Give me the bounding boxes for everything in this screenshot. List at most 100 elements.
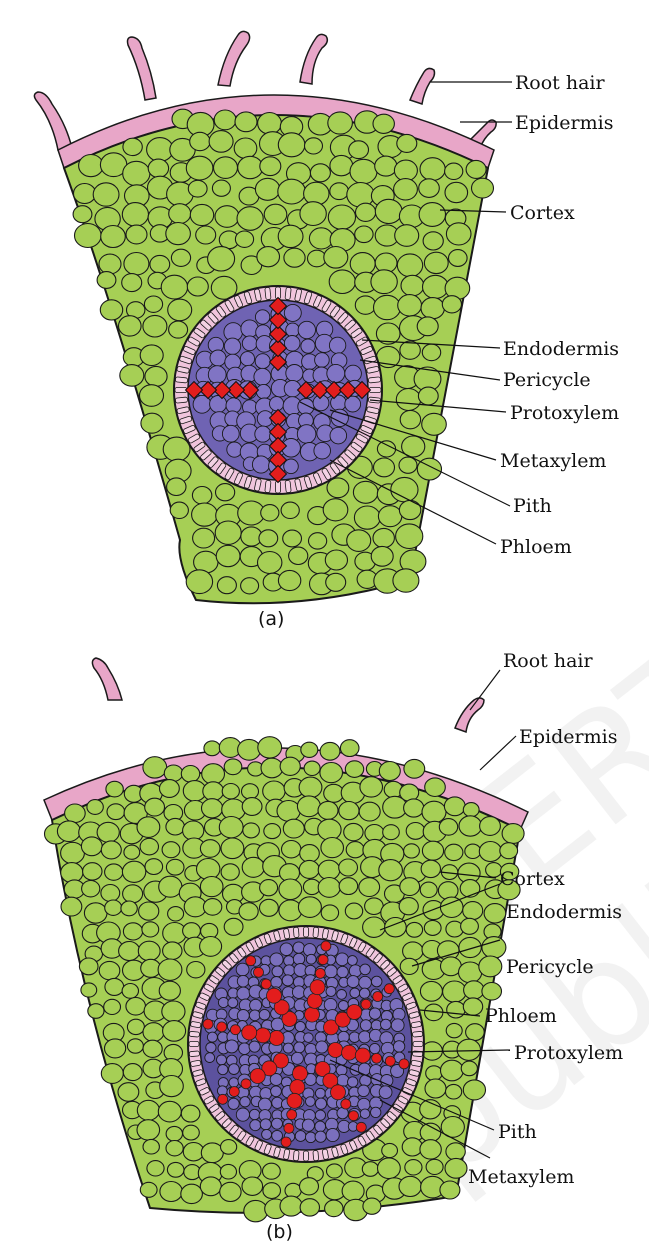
- cortex-cell: [119, 942, 140, 961]
- stele-cell: [348, 956, 358, 966]
- cortex-cell: [166, 1126, 182, 1141]
- cortex-cell: [126, 998, 146, 1016]
- cortex-cell: [426, 1066, 442, 1081]
- cortex-cell: [171, 249, 190, 266]
- stele-cell: [292, 986, 305, 999]
- endodermis-cell: [189, 1051, 199, 1057]
- cortex-cell: [264, 824, 281, 839]
- stele-cell: [284, 336, 300, 352]
- cortex-cell: [220, 1182, 241, 1201]
- cortex-cell: [355, 226, 373, 243]
- cortex-cell: [105, 1039, 126, 1058]
- xylem-vessel: [229, 1087, 239, 1097]
- cortex-cell: [300, 845, 320, 863]
- caption-b: (b): [266, 1221, 293, 1243]
- xylem-vessel: [287, 1110, 297, 1120]
- stele-cell: [255, 310, 269, 324]
- cortex-cell: [279, 879, 302, 900]
- cortex-cell: [426, 1159, 443, 1174]
- endodermis-cell: [189, 1042, 199, 1047]
- cortex-cell: [396, 524, 423, 549]
- cortex-cell: [480, 817, 501, 836]
- xylem-vessel: [203, 1019, 213, 1029]
- stele-cell: [293, 953, 304, 964]
- cortex-cell: [83, 863, 102, 880]
- stele-cell: [237, 1010, 249, 1022]
- cortex-cell: [187, 962, 205, 978]
- cortex-cell: [143, 1139, 159, 1154]
- cortex-cell: [192, 503, 218, 526]
- cortex-cell: [263, 781, 285, 801]
- cortex-cell: [446, 1023, 462, 1037]
- stele-cell: [350, 988, 360, 998]
- cortex-cell: [325, 1200, 343, 1217]
- cortex-cell: [383, 825, 400, 840]
- endodermis-cell: [413, 1042, 423, 1047]
- cortex-cell: [183, 923, 201, 939]
- cortex-cell: [143, 315, 167, 337]
- cortex-cell: [219, 817, 243, 838]
- stele-cell: [347, 976, 359, 988]
- cortex-cell: [459, 937, 481, 957]
- cortex-cell: [166, 1141, 183, 1156]
- cortex-cell: [143, 1040, 162, 1057]
- cortex-cell: [261, 505, 279, 521]
- stele-cell: [271, 977, 282, 988]
- cortex-cell: [400, 958, 418, 974]
- cortex-cell: [339, 802, 359, 820]
- cortex-cell: [145, 859, 163, 875]
- cortex-cell: [166, 223, 191, 245]
- stele-cell: [284, 304, 301, 321]
- xylem-vessel: [250, 1069, 265, 1084]
- cortex-cell: [379, 762, 400, 781]
- stele-cell: [294, 1042, 305, 1053]
- cortex-cell: [374, 458, 395, 477]
- cortex-cell: [404, 759, 425, 778]
- cortex-cell: [402, 1138, 422, 1156]
- stele-cell: [255, 426, 271, 442]
- cortex-cell: [463, 1080, 485, 1100]
- cortex-cell: [183, 1125, 200, 1140]
- cortex-cell: [200, 877, 223, 897]
- cortex-cell: [445, 1158, 467, 1178]
- xylem-vessel: [305, 1007, 320, 1022]
- cortex-cell: [168, 907, 184, 921]
- cortex-cell: [93, 183, 119, 206]
- label-a-endodermis: Endodermis: [503, 338, 619, 360]
- stele-cell: [314, 442, 331, 459]
- cortex-cell: [421, 860, 440, 877]
- stele-cell: [302, 1119, 314, 1131]
- cortex-cell: [321, 838, 344, 858]
- stele-cell: [315, 1131, 326, 1142]
- cortex-cell: [181, 1105, 200, 1122]
- stele-cell: [272, 966, 283, 977]
- monocot-root-section: [44, 658, 528, 1222]
- cortex-cell: [81, 837, 102, 856]
- stele-cell: [227, 442, 242, 457]
- stele-cell: [224, 338, 240, 354]
- cortex-cell: [222, 784, 239, 799]
- cortex-cell: [329, 270, 355, 294]
- cortex-cell: [200, 937, 222, 957]
- cortex-cell: [127, 1019, 144, 1034]
- cortex-cell: [127, 1039, 143, 1053]
- cortex-cell: [422, 344, 440, 361]
- cortex-cell: [382, 1143, 398, 1157]
- cortex-cell: [183, 821, 204, 840]
- cortex-cell: [221, 864, 239, 880]
- cortex-cell: [278, 133, 305, 157]
- cortex-cell: [393, 569, 419, 592]
- stele-cell: [249, 1109, 259, 1119]
- cortex-cell: [143, 1023, 164, 1042]
- cortex-cell: [300, 1178, 319, 1195]
- cortex-cell: [215, 521, 241, 544]
- cortex-cell: [422, 413, 447, 435]
- stele-cell: [371, 976, 382, 987]
- endodermis-cell: [368, 377, 380, 383]
- cortex-cell: [449, 250, 468, 267]
- stele-cell: [306, 954, 316, 964]
- cortex-cell: [304, 761, 320, 775]
- label-a-phloem: Phloem: [500, 536, 572, 558]
- cortex-cell: [263, 1163, 281, 1179]
- root-hairs-b: [92, 658, 484, 732]
